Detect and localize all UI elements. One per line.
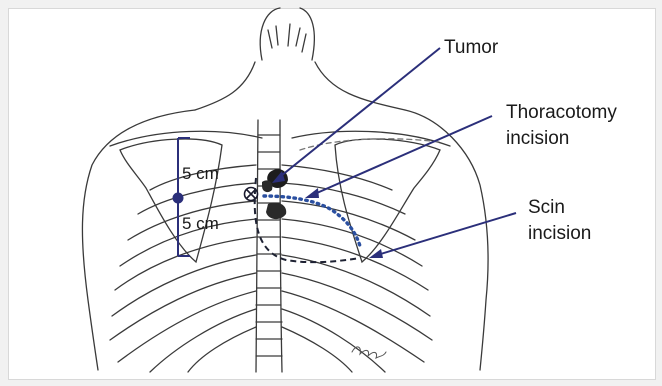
spine-segments [256,135,282,356]
skin-label-line1: Scin [528,197,565,219]
tumor-label: Tumor [444,37,498,59]
tumor-leader [276,48,440,180]
measure-lower-label: 5 cm [182,213,219,235]
leader-lines [272,48,516,258]
measure-upper-label: 5 cm [182,163,219,185]
ruler-midpoint [174,194,183,203]
thoracotomy-label-line2: incision [506,128,569,150]
right-scapula [335,139,440,262]
left-scapula [120,139,222,262]
skin-label-line2: incision [528,223,591,245]
spine-right-edge [280,120,282,372]
hair-strokes [268,24,306,52]
thoracotomy-label-line1: Thoracotomy [506,102,617,124]
thoracotomy-leader [310,116,492,196]
back-sketch [82,8,488,372]
spine-left-edge [256,120,258,372]
neck-left [195,62,255,110]
thoracotomy-leader-arrow [305,188,319,198]
lung-shadow-lower [266,202,286,219]
